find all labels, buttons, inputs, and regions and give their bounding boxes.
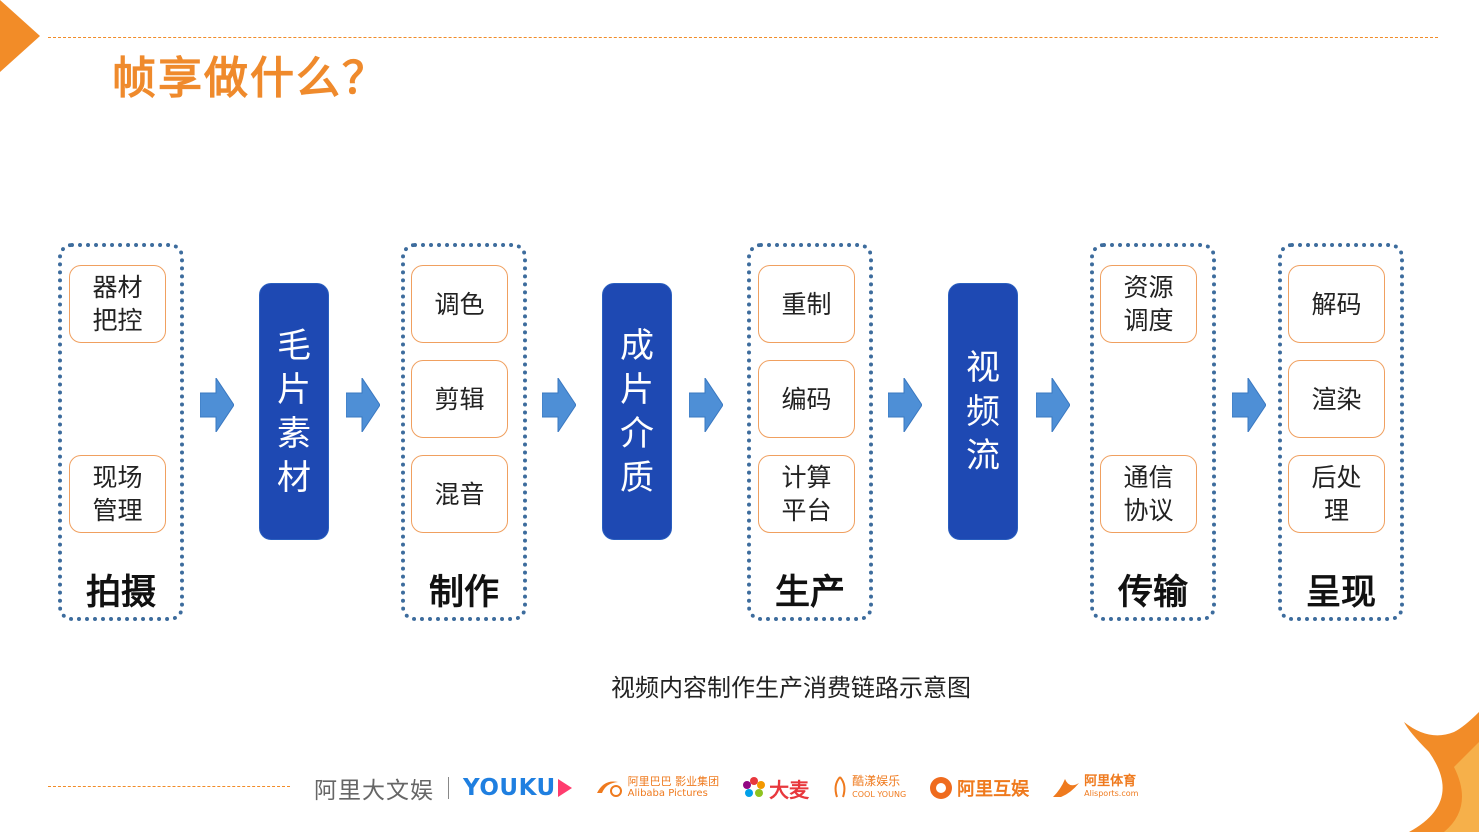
- stage-item: 混音: [411, 455, 508, 533]
- youku-play-icon: [557, 779, 572, 797]
- brand-alibaba-entertainment: 阿里大文娱: [314, 778, 434, 804]
- stage-group-manufacturing: [747, 243, 873, 621]
- logo-alisports: 阿里体育 Alisports.com: [1051, 775, 1138, 801]
- logo-damai: 大麦: [741, 774, 809, 803]
- stage-label: 传输: [1117, 573, 1188, 613]
- fox-tail-decoration: [1404, 712, 1479, 832]
- alibaba-games-icon: [930, 777, 953, 799]
- stage-item: 编码: [758, 360, 855, 438]
- flow-arrow-icon: [346, 378, 380, 432]
- footer-logo-bar: 阿里大文娱 YOUKU 阿里巴巴 影业集团 Alibaba Pictures 大…: [314, 770, 1160, 806]
- flow-arrow-icon: [200, 378, 234, 432]
- stage-item: 器材把控: [69, 265, 166, 343]
- logo-alibaba-games: 阿里互娱: [928, 775, 1029, 801]
- alisports-runner-icon: [1053, 779, 1080, 797]
- stage-label: 生产: [774, 573, 845, 613]
- alibaba-pictures-icon: [596, 781, 622, 797]
- output-box-video-stream: 视频流: [948, 283, 1018, 540]
- flow-arrow-icon: [888, 378, 922, 432]
- stage-item: 调色: [411, 265, 508, 343]
- header-divider: [48, 37, 1438, 38]
- stage-item: 通信协议: [1100, 455, 1197, 533]
- stage-label: 拍摄: [85, 573, 156, 613]
- footer-divider: [48, 786, 290, 787]
- stage-item: 剪辑: [411, 360, 508, 438]
- flow-arrow-icon: [542, 378, 576, 432]
- logo-cool-young: 酷漾娱乐 COOL YOUNG: [831, 775, 906, 801]
- logo-alibaba-pictures: 阿里巴巴 影业集团 Alibaba Pictures: [594, 776, 719, 800]
- output-box-finished-media: 成片介质: [602, 283, 672, 540]
- stage-group-transmission: [1090, 243, 1216, 621]
- flow-arrow-icon: [1232, 378, 1266, 432]
- stage-item: 资源调度: [1100, 265, 1197, 343]
- stage-item: 解码: [1288, 265, 1385, 343]
- flow-arrow-icon: [689, 378, 723, 432]
- stage-group-shooting: [58, 243, 184, 621]
- stage-group-presentation: [1278, 243, 1404, 621]
- damai-flower-icon: [743, 777, 766, 797]
- stage-item: 现场管理: [69, 455, 166, 533]
- stage-group-production: [401, 243, 527, 621]
- flow-arrow-icon: [1036, 378, 1070, 432]
- stage-item: 重制: [758, 265, 855, 343]
- output-box-raw-footage: 毛片素材: [259, 283, 329, 540]
- stage-label: 呈现: [1305, 573, 1376, 613]
- stage-label: 制作: [428, 573, 499, 613]
- diagram-caption: 视频内容制作生产消费链路示意图: [611, 674, 971, 702]
- cool-young-icon: [834, 776, 846, 798]
- stage-item: 计算平台: [758, 455, 855, 533]
- logo-youku: YOUKU: [463, 775, 572, 801]
- stage-item: 渲染: [1288, 360, 1385, 438]
- logo-separator: [448, 777, 449, 799]
- stage-item: 后处理: [1288, 455, 1385, 533]
- page-title: 帧享做什么？: [112, 53, 388, 104]
- corner-triangle-decoration: [0, 0, 40, 72]
